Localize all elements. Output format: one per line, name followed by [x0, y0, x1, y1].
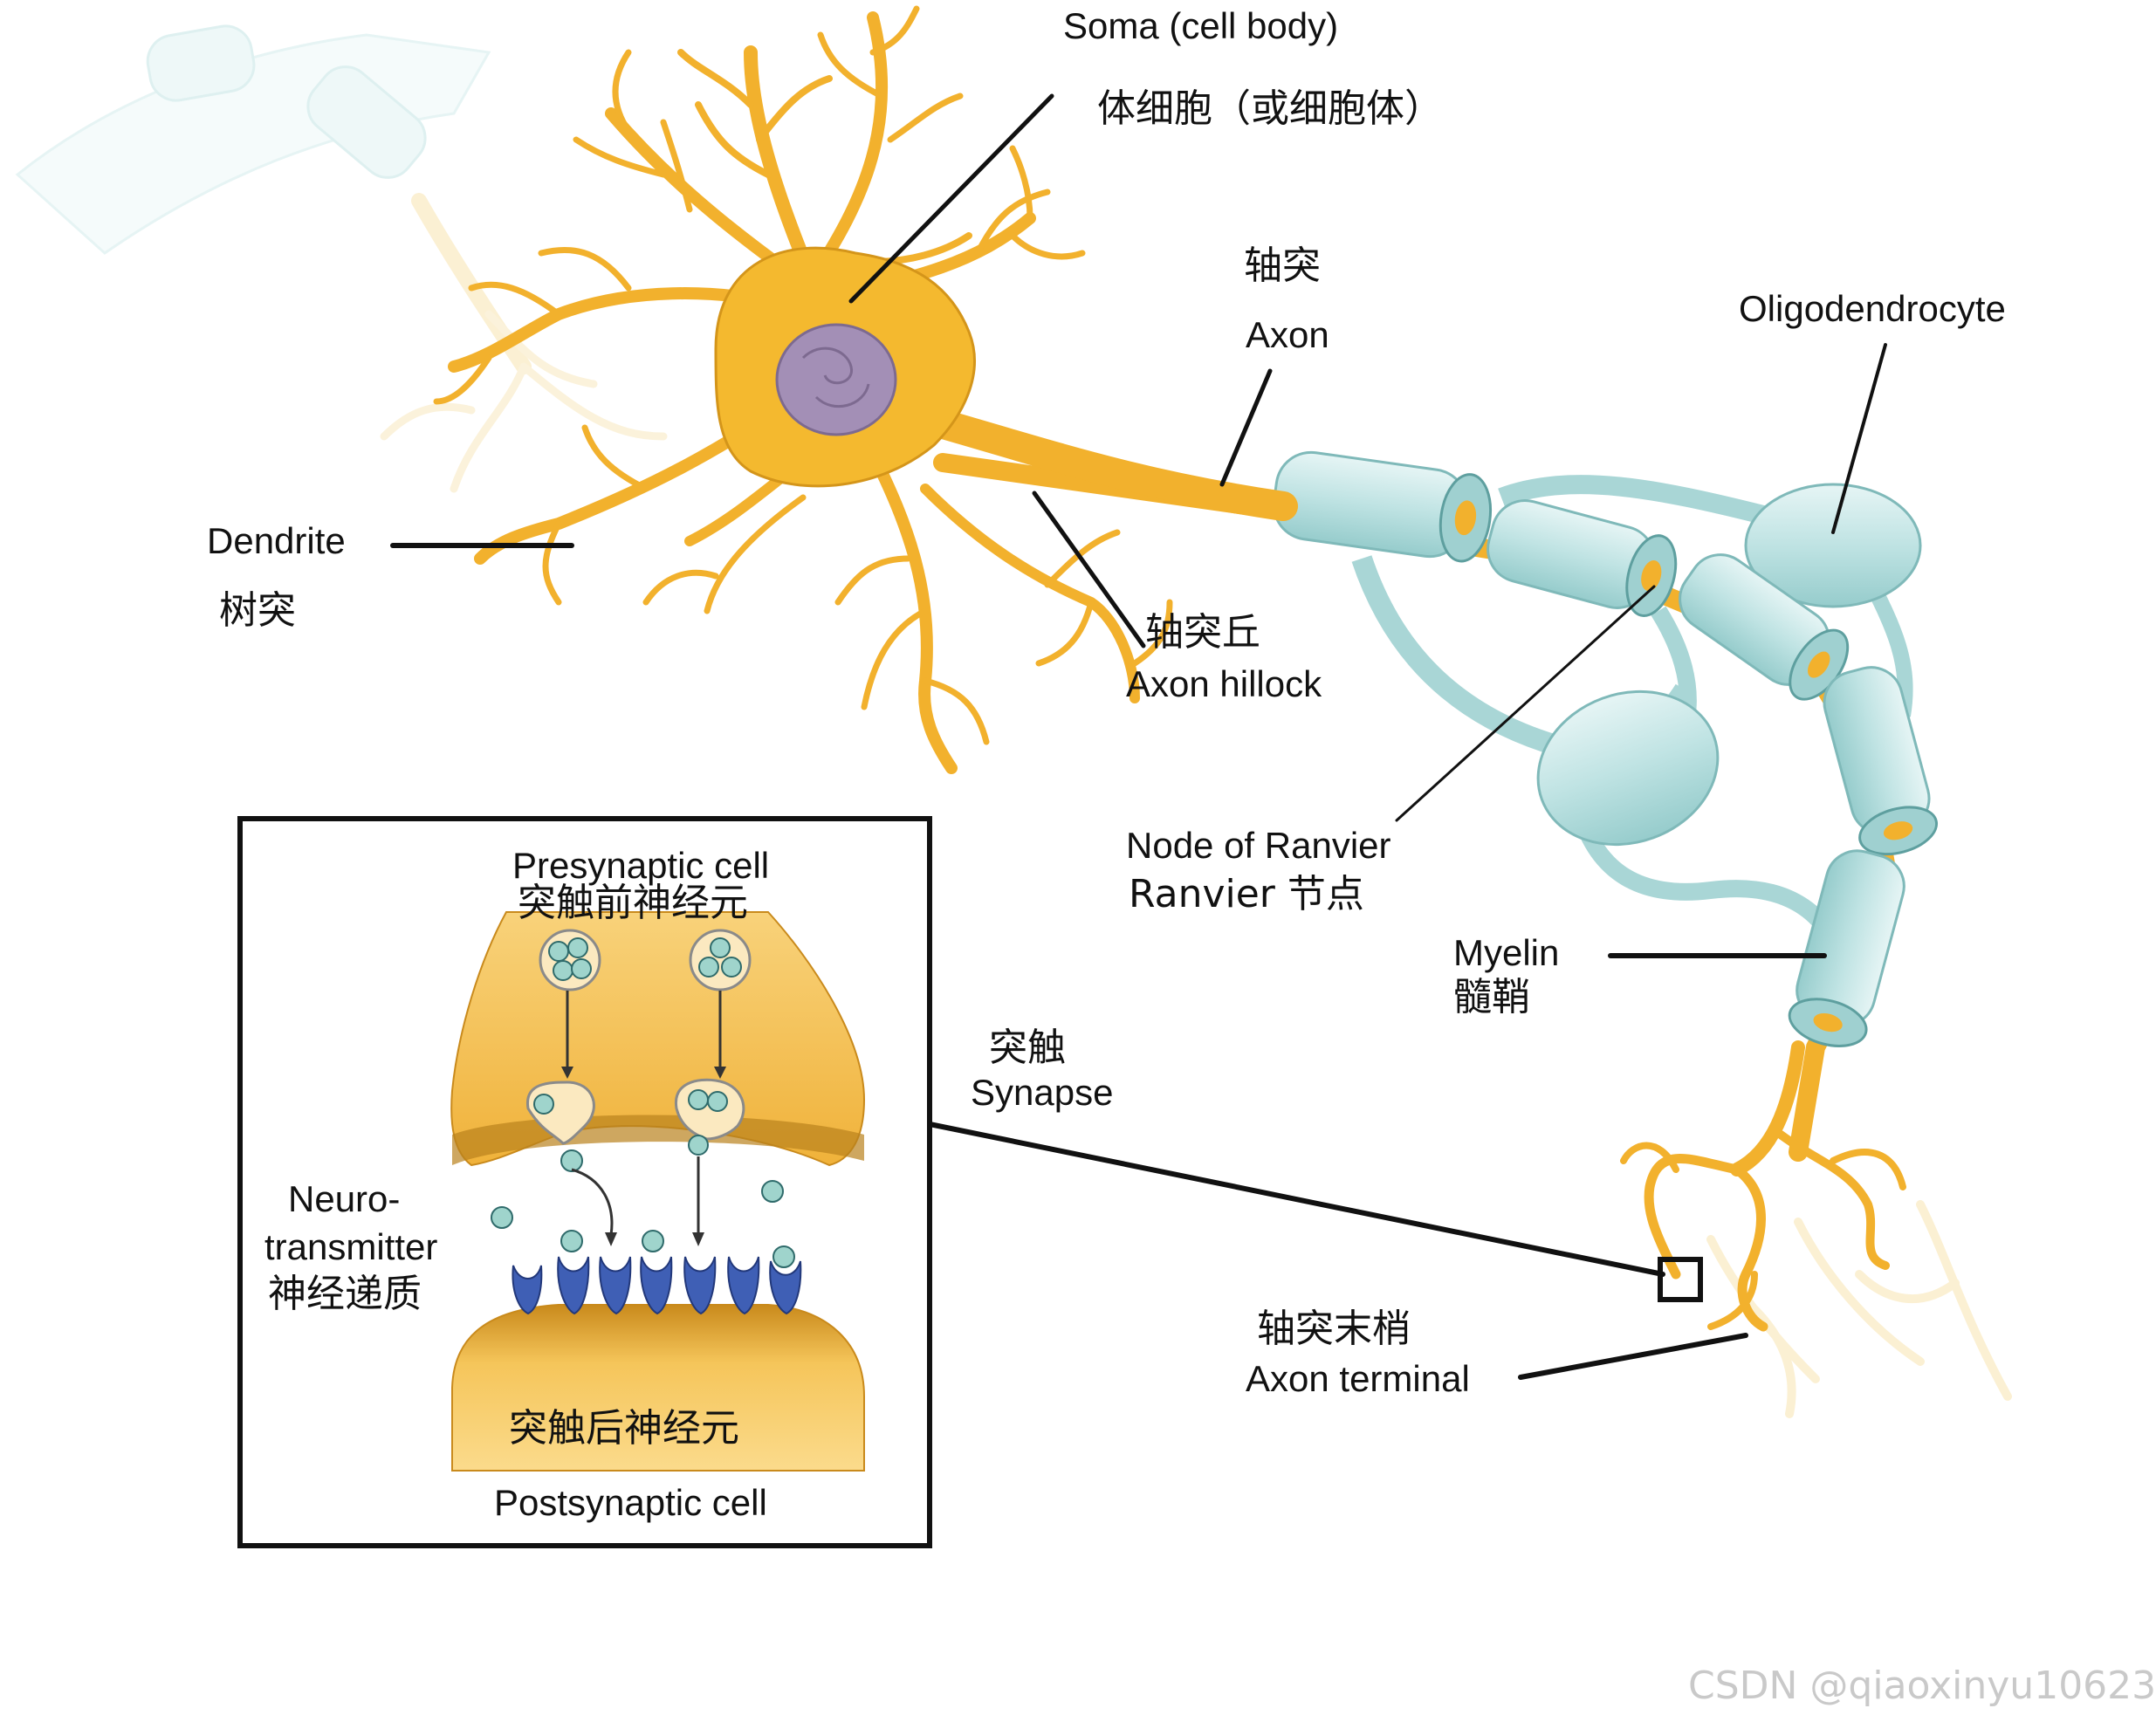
faded-upstream-neuron: [15, 24, 668, 493]
watermark: CSDN @qiaoxinyu10623: [1688, 1664, 2156, 1708]
nucleus: [775, 323, 897, 436]
axon-label-zh: 轴突: [1244, 244, 1321, 288]
synapse-label: Synapse: [971, 1072, 1114, 1113]
axon-terminal-branches: [1620, 1040, 1906, 1332]
soma-pointer: [848, 93, 1054, 304]
oligodendrocyte-label: Oligodendrocyte: [1739, 288, 2006, 329]
hillock-pointer: [1032, 491, 1146, 648]
axon-pointer: [1219, 368, 1273, 487]
soma-label-zh: 体细胞（或细胞体）: [1097, 86, 1443, 131]
presynaptic-label-zh: 突触前神经元: [518, 881, 748, 925]
pointer-lines: [390, 93, 1887, 1380]
receptors: [512, 1256, 802, 1315]
dendrite-label: Dendrite: [207, 520, 346, 561]
terminal-label: Axon terminal: [1246, 1358, 1470, 1399]
axon-label: Axon: [1246, 314, 1329, 355]
terminal-label-zh: 轴突末梢: [1257, 1307, 1411, 1351]
oligodendrocyte-body-2: [1536, 689, 1720, 847]
oligodendrocyte-pointer: [1831, 343, 1887, 534]
dendrite-label-zh: 树突: [219, 588, 296, 633]
hillock-label: Axon hillock: [1126, 663, 1322, 704]
postsynaptic-cell: [451, 1304, 865, 1472]
hillock-label-zh: 轴突丘: [1145, 610, 1260, 655]
myelin-sheath: [1272, 450, 1939, 1047]
ranvier-label: Node of Ranvier: [1126, 825, 1391, 866]
oligodendrocyte: [1351, 475, 1922, 964]
ranvier-label-zh: Ranvier 节点: [1129, 872, 1364, 916]
postsynaptic-label-zh: 突触后神经元: [509, 1406, 739, 1451]
terminal-pointer: [1518, 1333, 1748, 1380]
oligodendrocyte-body-1: [1744, 483, 1922, 608]
synapse-pointer: [927, 1122, 1665, 1277]
soma-label: Soma (cell body): [1063, 5, 1339, 46]
neurotransmitter-molecules: [491, 1149, 795, 1268]
myelin-label-zh: 髓鞘: [1453, 975, 1530, 1019]
synapse-label-zh: 突触: [989, 1026, 1066, 1070]
postsynaptic-label: Postsynaptic cell: [494, 1482, 767, 1523]
neurotransmitter-label-line2: transmitter: [264, 1226, 438, 1267]
synapse-inset: [237, 816, 932, 1548]
myelin-label: Myelin: [1453, 932, 1560, 973]
faded-downstream-branches: [1706, 1200, 2012, 1418]
presynaptic-label: Presynaptic cell: [512, 845, 770, 886]
neurotransmitter-label-line1: Neuro-: [288, 1178, 401, 1219]
neurotransmitter-label-zh: 神经递质: [268, 1272, 422, 1316]
synapse-marker-box: [1658, 1257, 1703, 1302]
ranvier-pointer: [1395, 585, 1656, 822]
